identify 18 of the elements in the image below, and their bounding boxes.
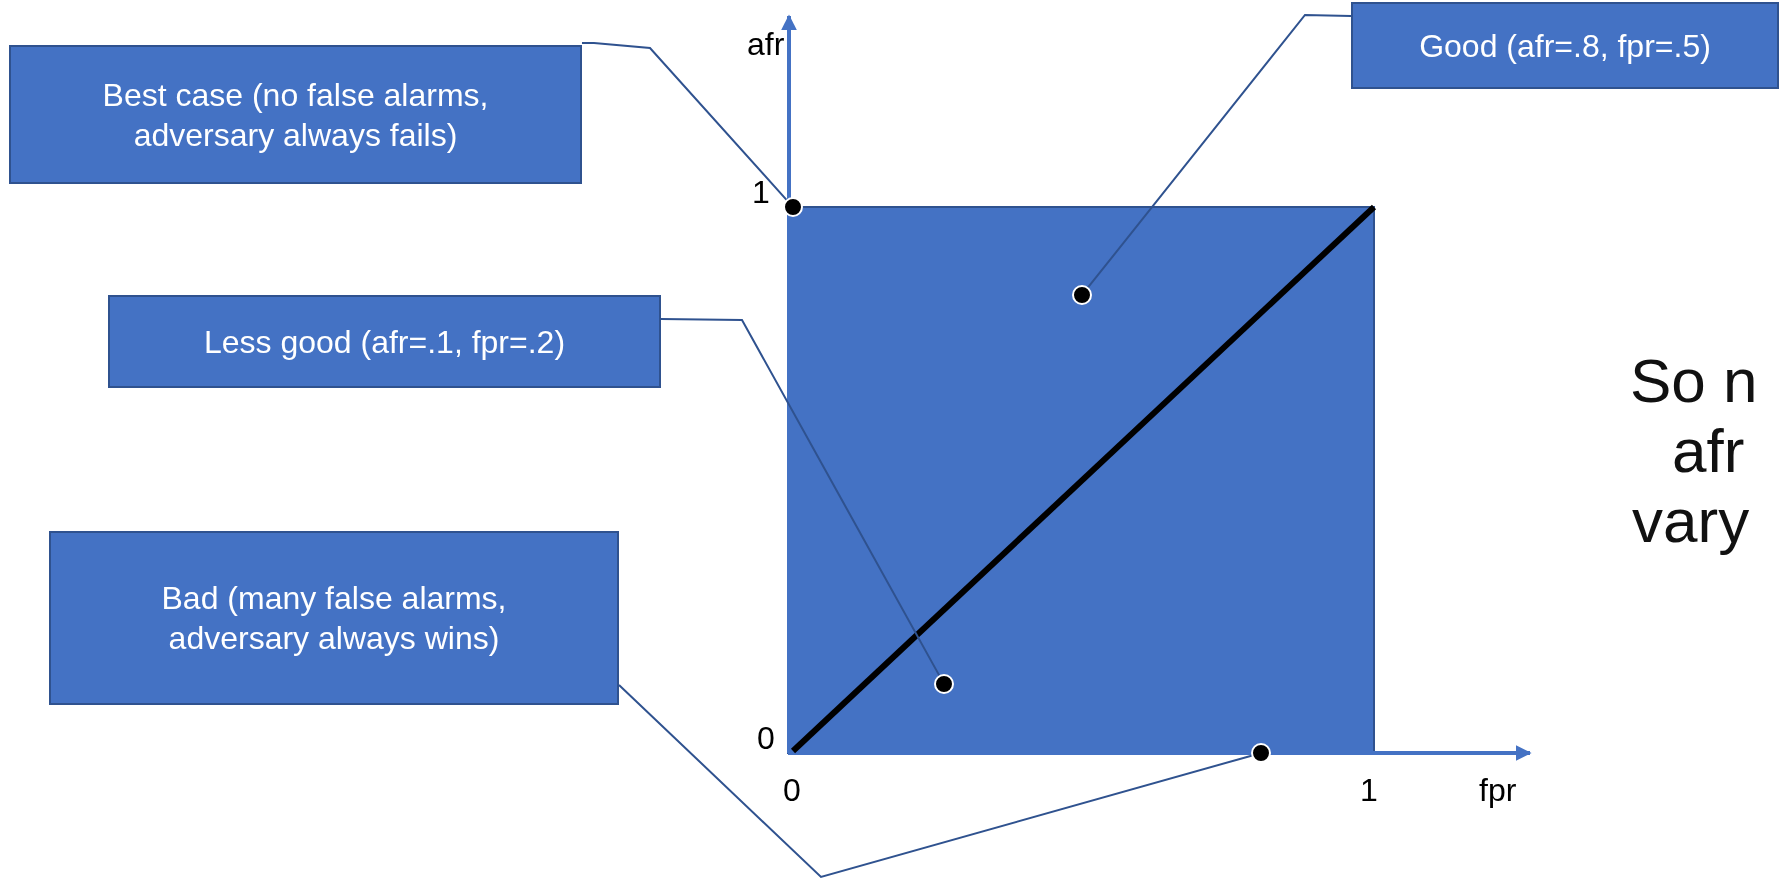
leader-line <box>618 684 1254 879</box>
leader-line <box>1086 14 1352 289</box>
note-text: So n <box>1630 350 1758 412</box>
tick-label: 1 <box>752 176 770 208</box>
callout-box: Best case (no false alarms, adversary always fails) <box>9 45 582 184</box>
callout-box: Bad (many false alarms, adversary always wins) <box>49 531 619 705</box>
axis-label: fpr <box>1479 774 1517 806</box>
leader-line <box>581 42 788 202</box>
data-point <box>783 197 803 217</box>
data-point <box>1251 743 1271 763</box>
axis-label: afr <box>747 28 785 60</box>
callout-box: Good (afr=.8, fpr=.5) <box>1351 2 1779 89</box>
tick-label: 0 <box>757 722 775 754</box>
tick-label: 1 <box>1360 774 1378 806</box>
tick-label: 0 <box>783 774 801 806</box>
callout-box: Less good (afr=.1, fpr=.2) <box>108 295 661 388</box>
note-text: afr <box>1672 420 1745 482</box>
leader-line <box>660 318 941 678</box>
